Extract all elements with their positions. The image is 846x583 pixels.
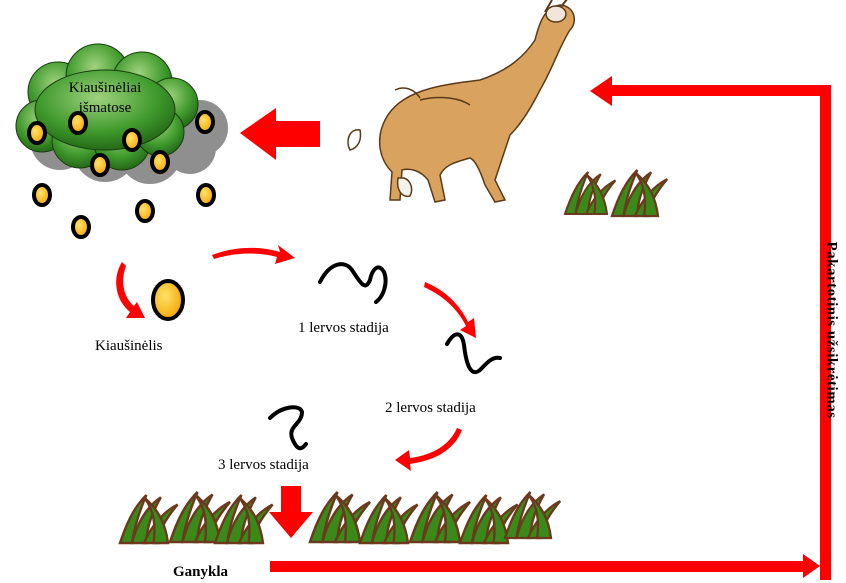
reinfection-label: Pakartotinis užsikrėtimas	[823, 241, 840, 418]
egg-icon	[153, 281, 183, 319]
grass-icon	[565, 172, 615, 214]
larva-icon	[270, 264, 500, 448]
eggs-in-feces-label: Kiaušinėliai išmatose	[40, 78, 170, 118]
arrow-icon	[116, 245, 476, 471]
eggs-in-feces-line-1: Kiaušinėliai	[40, 78, 170, 98]
grass-icon	[120, 492, 560, 543]
arrow-icon	[240, 108, 320, 160]
egg-label: Kiaušinėlis	[95, 338, 163, 355]
larva-stage-1-label: 1 lervos stadija	[298, 320, 389, 337]
cow-icon	[348, 0, 574, 202]
pasture-label: Ganykla	[173, 564, 228, 581]
larva-stage-3-label: 3 lervos stadija	[218, 457, 309, 474]
eggs-in-feces-line-2: išmatose	[40, 98, 170, 118]
larva-stage-2-label: 2 lervos stadija	[385, 400, 476, 417]
arrow-icon	[269, 486, 313, 538]
